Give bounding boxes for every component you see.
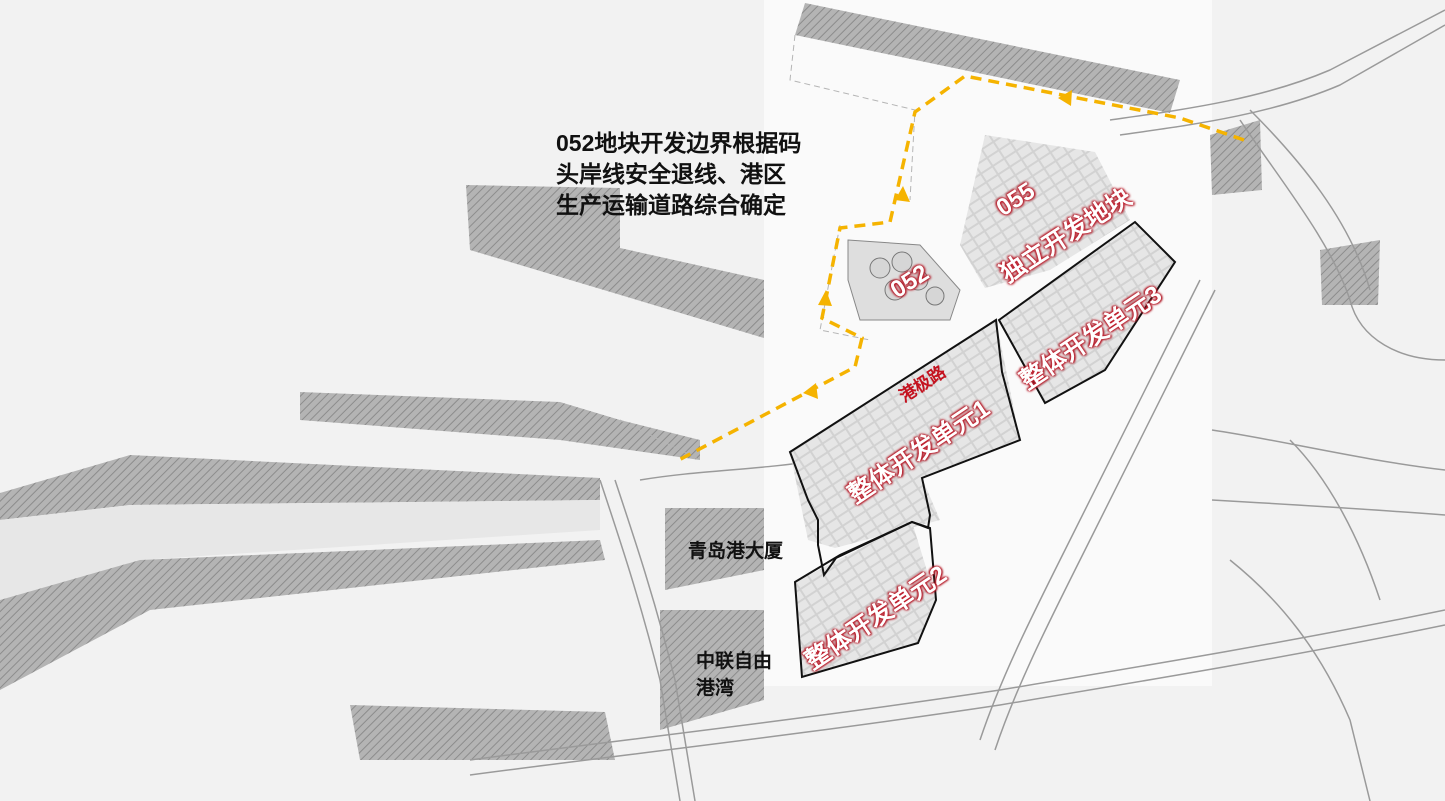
pier-south: [350, 705, 615, 760]
place-label-building: 青岛港大厦: [688, 541, 784, 562]
ftz-line-1: 中联自由: [696, 651, 773, 672]
boundary-annotation: 052地块开发边界根据码 头岸线安全退线、港区 生产运输道路综合确定: [556, 128, 801, 221]
place-label-ftz: 中联自由 港湾: [696, 648, 772, 702]
annotation-line-3: 生产运输道路综合确定: [556, 192, 786, 218]
tank-group: [869, 251, 945, 306]
ftz-block: [660, 610, 764, 730]
pier-middle: [300, 392, 700, 460]
northeast-block: [1210, 120, 1262, 195]
unit3-outline: [997, 220, 1177, 405]
pier-west-apron: [0, 500, 600, 600]
annotation-line-2: 头岸线安全退线、港区: [556, 161, 786, 187]
direction-arrow-icon: [803, 90, 1072, 399]
unit3-fill: [999, 222, 1175, 403]
pier-west-bottom: [0, 540, 605, 690]
development-boundary-line: [674, 74, 1245, 464]
unit2-outline: [793, 520, 938, 679]
pier-central: [466, 185, 764, 338]
unit2-fill: [795, 522, 936, 677]
pier-west-top: [0, 455, 600, 520]
unit1-fill: [790, 320, 1020, 548]
pier-north: [795, 3, 1180, 113]
east-block: [1320, 240, 1380, 305]
annotation-line-1: 052地块开发边界根据码: [556, 130, 802, 156]
building-block: [665, 508, 764, 590]
ftz-line-2: 港湾: [696, 678, 735, 699]
parcel-055-fill: [960, 135, 1130, 288]
